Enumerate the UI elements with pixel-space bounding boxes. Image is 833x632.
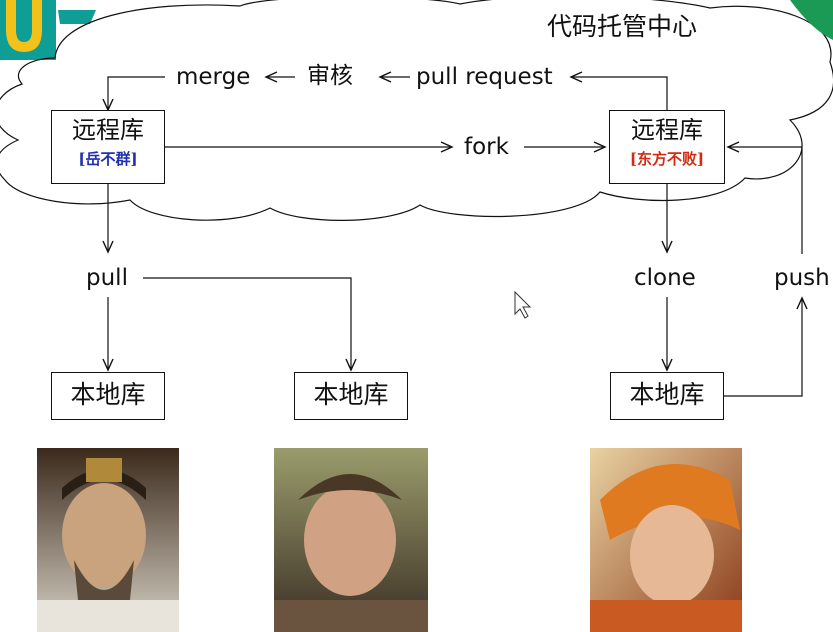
arrow-pull-to-local2 [143,277,357,372]
owner-label-yue-buqun: [岳不群] [78,150,138,168]
edge-label-pull-request: pull request [414,64,555,90]
local-repo-label: 本地库 [629,380,705,409]
owner-label-dongfang-bubai: [东方不败] [629,150,705,168]
edge-label-push: push [772,265,832,291]
local-repo-3: 本地库 [610,372,724,420]
arrows [102,71,808,397]
cloud-shape [0,0,833,221]
edge-label-clone: clone [632,265,698,291]
arrow-merge-to-remote [102,76,165,112]
arrow-push-to-remote [726,141,803,254]
edge-label-pull: pull [84,265,130,291]
mouse-cursor-icon [514,290,532,319]
remote-repo-label: 远程库 [631,116,703,144]
portrait-lin-pingzhi [274,448,428,632]
logo-fragment [0,0,96,60]
corner-decoration [790,0,833,40]
cloud-title: 代码托管中心 [547,12,698,41]
edge-label-merge: merge [174,64,253,90]
edge-label-review: 审核 [305,63,355,89]
edge-label-fork: fork [462,134,511,160]
remote-repo-label: 远程库 [72,116,144,144]
portrait-yue-buqun [37,448,179,632]
arrow-right-remote-to-pr [569,71,668,110]
local-repo-label: 本地库 [313,380,389,409]
local-repo-2: 本地库 [294,372,408,420]
remote-repo-yue-buqun: 远程库 [岳不群] [51,110,165,184]
remote-repo-dongfang-bubai: 远程库 [东方不败] [609,110,725,184]
local-repo-label: 本地库 [70,380,146,409]
arrow-local3-to-push [724,296,808,397]
local-repo-1: 本地库 [51,372,165,420]
portrait-dongfang-bubai [590,448,742,632]
